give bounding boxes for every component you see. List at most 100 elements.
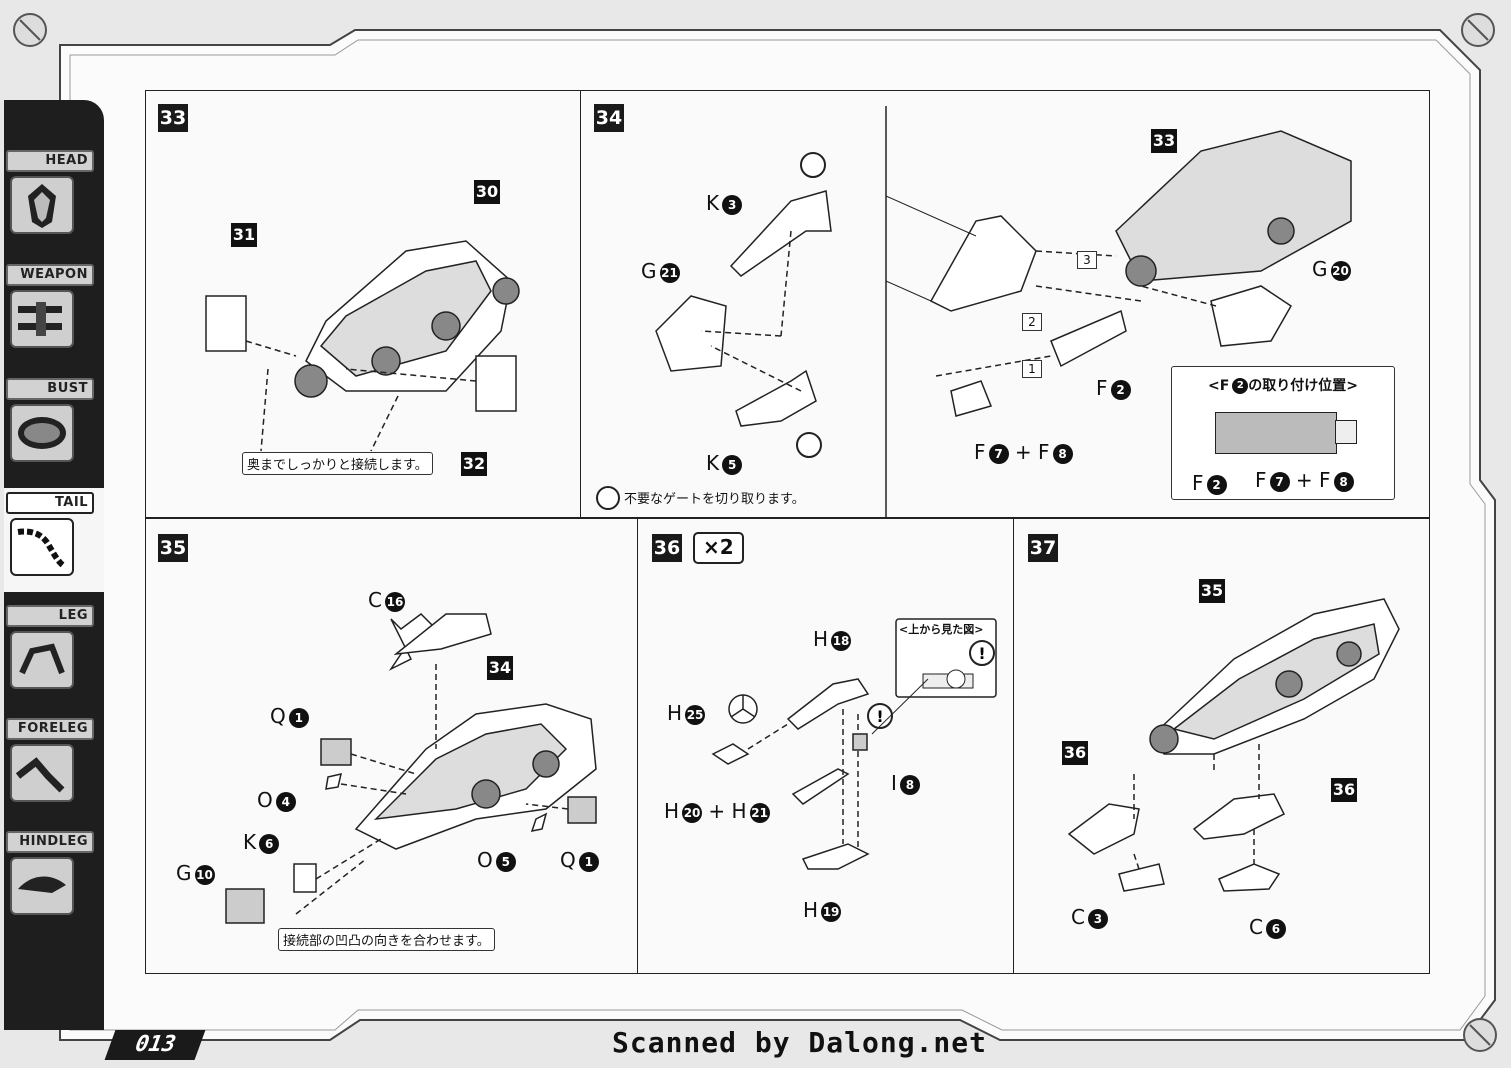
part-letter: O [477, 848, 493, 872]
order-step-3: 3 [1077, 251, 1097, 269]
part-ref-31: 31 [231, 223, 257, 247]
step-33-illustration [205, 240, 520, 452]
part-number-badge: 1 [288, 707, 309, 728]
part-number-badge: 3 [1087, 908, 1108, 929]
head-icon [10, 176, 74, 234]
detail-title-suffix: の取り付け位置> [1248, 378, 1359, 394]
sidebar-item-label: BUST [6, 378, 94, 400]
part-letter: F [1255, 468, 1267, 492]
part-number-badge: 1 [578, 851, 599, 872]
part-number-badge: 20 [1330, 260, 1351, 281]
part-ref-36-second: 36 [1331, 778, 1357, 802]
weapon-icon [10, 290, 74, 348]
plus-sign: + [1014, 440, 1032, 464]
step-36-multiplier: ×2 [693, 532, 744, 564]
part-letter: H [803, 898, 819, 922]
scan-credit: Scanned by Dalong.net [612, 1026, 988, 1059]
part-letter: F [1096, 376, 1108, 400]
tail-icon [10, 518, 74, 576]
part-letter: K [243, 830, 257, 854]
part-letter: F [1192, 471, 1204, 495]
part-number-badge: 6 [1265, 918, 1286, 939]
order-step-1: 1 [1022, 360, 1042, 378]
part-letter: F [1038, 440, 1050, 464]
hindleg-icon [10, 857, 74, 915]
sidebar-item-label: TAIL [6, 492, 94, 514]
part-ref-30: 30 [474, 180, 500, 204]
part-number-badge: 2 [1206, 474, 1227, 495]
sidebar-item-label: HEAD [6, 150, 94, 172]
part-number-badge: 4 [275, 791, 296, 812]
part-number-badge: 2 [1232, 378, 1249, 394]
part-number-badge: 7 [988, 443, 1009, 464]
step-35-illustration [225, 613, 597, 924]
svg-text:!: ! [876, 707, 883, 726]
part-ref-34: 34 [487, 656, 513, 680]
part-number-badge: 19 [821, 901, 842, 922]
part-letter: C [1249, 915, 1263, 939]
part-letter: F [1319, 468, 1331, 492]
part-number-badge: 5 [722, 454, 743, 475]
sidebar-item-label: LEG [6, 605, 94, 627]
plus-sign: + [708, 799, 726, 823]
part-number-badge: 21 [749, 802, 770, 823]
plus-sign: + [1295, 468, 1313, 492]
leg-icon [10, 631, 74, 689]
part-number-badge: 7 [1269, 471, 1290, 492]
f7-f8-part-drawing [1335, 420, 1357, 444]
part-letter: C [1071, 905, 1085, 929]
foreleg-icon [10, 744, 74, 802]
part-letter: F [974, 440, 986, 464]
part-number-badge: 16 [384, 591, 405, 612]
detail-title-prefix: <F [1208, 378, 1230, 394]
step-37-illustration [1067, 598, 1400, 892]
sidebar-item-label: WEAPON [6, 264, 94, 286]
part-letter: H [667, 701, 683, 725]
bust-icon [10, 404, 74, 462]
gate-note: 不要なゲートを切り取ります。 [624, 492, 805, 507]
sidebar-item-label: HINDLEG [6, 831, 94, 853]
step-36-illustration: ! ! [711, 618, 997, 870]
step-33-number: 33 [158, 104, 188, 132]
part-number-badge: 3 [722, 194, 743, 215]
part-number-badge: 20 [682, 802, 703, 823]
svg-text:!: ! [978, 644, 985, 663]
part-letter: G [641, 259, 657, 283]
part-letter: H [731, 799, 747, 823]
part-letter: G [1312, 257, 1328, 281]
part-number-badge: 8 [1333, 471, 1354, 492]
part-letter: I [891, 771, 897, 795]
part-number-badge: 18 [831, 630, 852, 651]
step-34-number: 34 [594, 104, 624, 132]
part-letter: K [706, 451, 720, 475]
part-number-badge: 5 [495, 851, 516, 872]
part-letter: O [257, 788, 273, 812]
order-step-2: 2 [1022, 313, 1042, 331]
part-number-badge: 2 [1110, 379, 1131, 400]
part-number-badge: 8 [899, 774, 920, 795]
part-ref-36: 36 [1062, 741, 1088, 765]
top-view-title: <上から見た図> [899, 623, 984, 636]
cut-gate-icon [596, 486, 620, 510]
step-37-number: 37 [1028, 534, 1058, 562]
part-ref-35: 35 [1199, 579, 1225, 603]
